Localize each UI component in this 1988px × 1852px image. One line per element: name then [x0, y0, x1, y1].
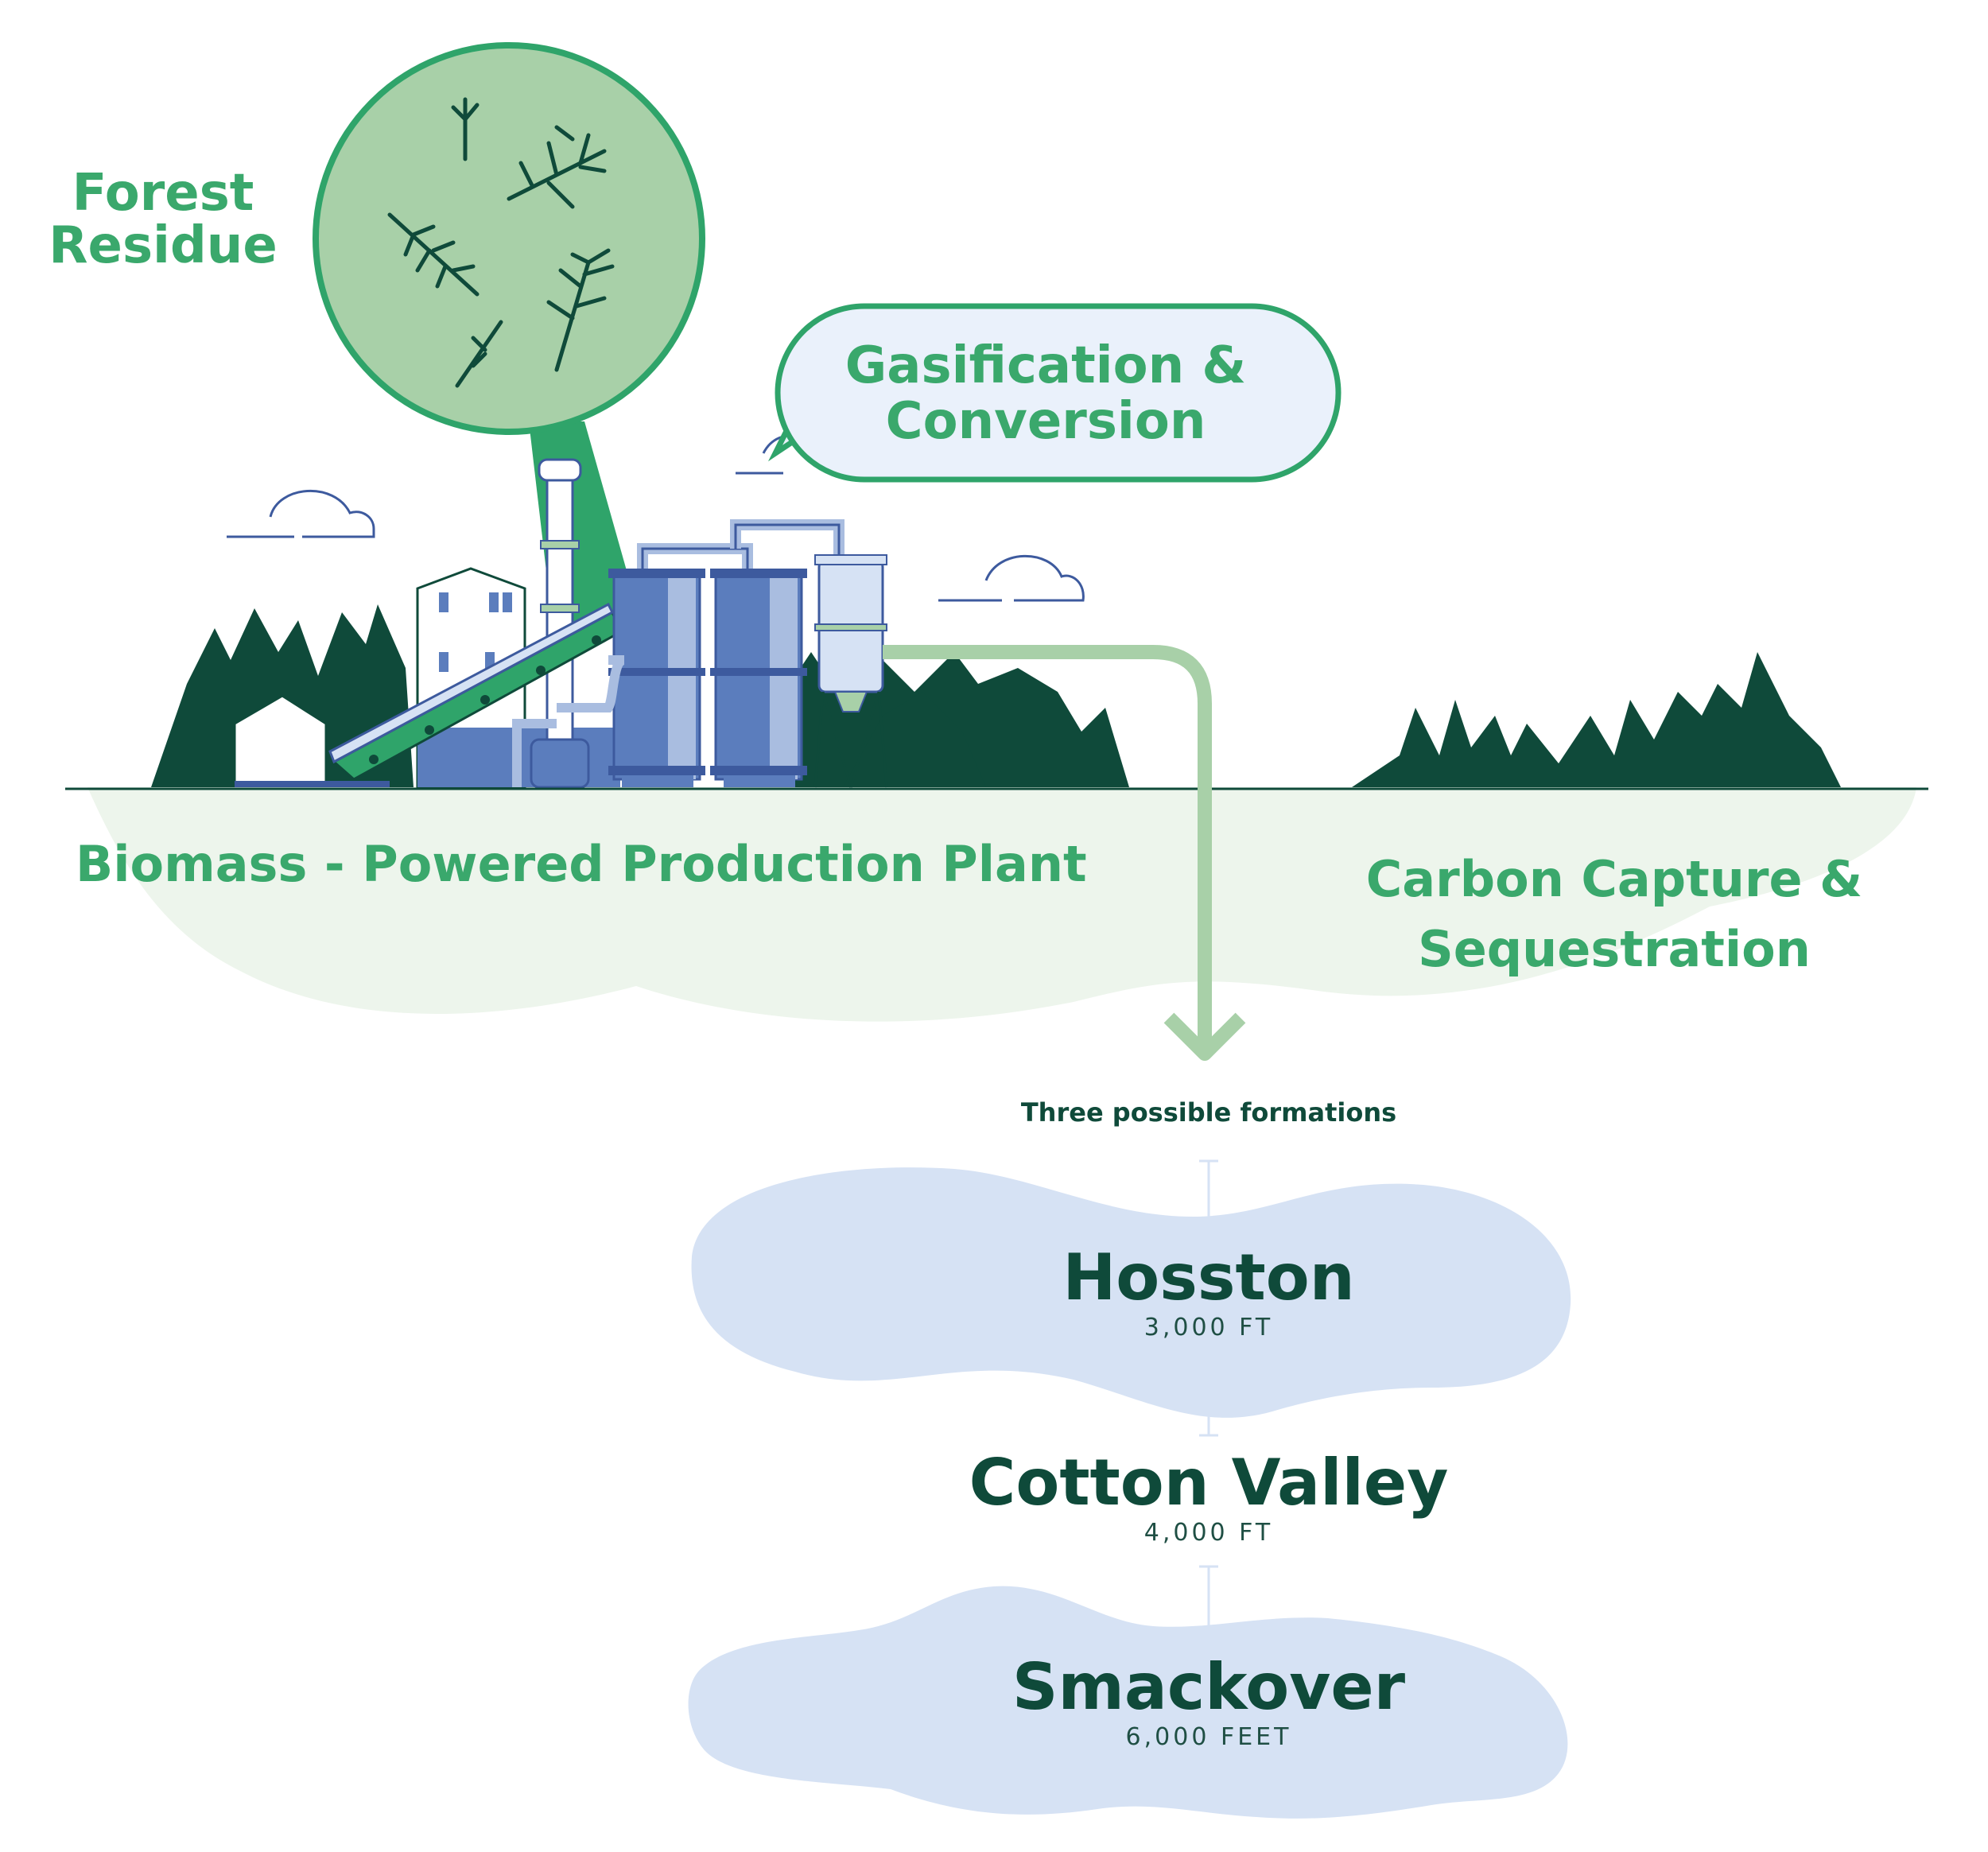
conveyor-icon [328, 602, 622, 781]
ccs-line1: Carbon Capture & [1365, 850, 1863, 908]
gasification-line2: Conversion [885, 392, 1206, 451]
gasification-line1: Gasification & [845, 336, 1247, 395]
formation-depth-hosston: 3,000 FT [1143, 1314, 1274, 1341]
forest-residue-circle-icon [313, 42, 705, 435]
tank-1-icon [608, 569, 705, 787]
smackover-blob [688, 1586, 1568, 1819]
forest-residue-line1: Forest [72, 164, 254, 223]
formations-diagram [688, 1159, 1571, 1819]
formation-name-cotton-valley: Cotton Valley [969, 1446, 1449, 1520]
shed-icon [233, 694, 390, 787]
formations-heading: Three possible formations [1020, 1097, 1397, 1128]
formation-depth-cotton-valley: 4,000 FT [1143, 1519, 1274, 1547]
gasification-label: Gasification & Conversion [783, 338, 1308, 449]
plant-label: Biomass - Powered Production Plant [76, 835, 1087, 893]
forest-residue-line2: Residue [49, 216, 278, 275]
ccs-label: Carbon Capture & Sequestration [1312, 844, 1916, 984]
formation-name-hosston: Hosston [1062, 1240, 1355, 1314]
ccs-line2: Sequestration [1418, 920, 1811, 978]
formation-name-smackover: Smackover [1011, 1650, 1406, 1724]
silo-icon [813, 554, 888, 788]
forest-residue-label: Forest Residue [32, 167, 294, 272]
trees-right-icon [1352, 652, 1841, 787]
gasification-bubble [767, 303, 1342, 483]
formation-depth-smackover: 6,000 FEET [1125, 1723, 1292, 1751]
tank-2-icon [710, 569, 807, 787]
ground-tint [87, 787, 1916, 1022]
pipes-icon [512, 519, 845, 787]
hosston-blob [691, 1167, 1571, 1418]
injection-arrow-icon [883, 645, 1246, 1061]
